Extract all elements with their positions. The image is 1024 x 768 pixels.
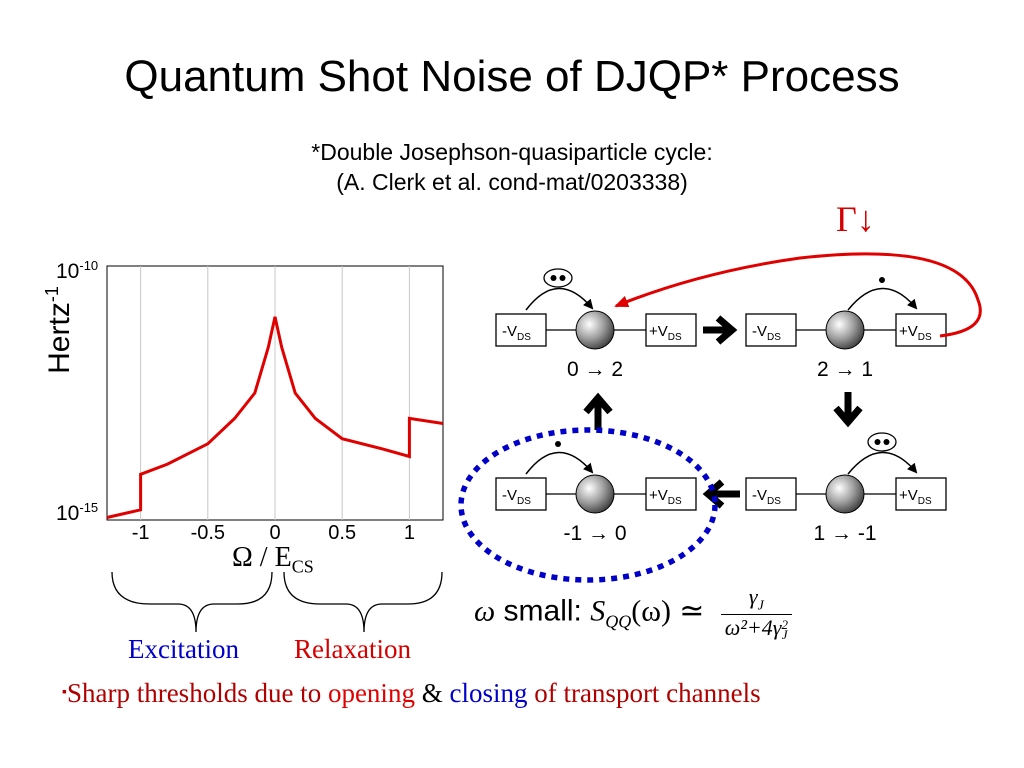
plus-vds-box — [645, 477, 697, 511]
series-line — [106, 316, 444, 519]
island-ball — [825, 474, 865, 514]
plus-vds-box — [895, 477, 947, 511]
bullet-mark: ▪ — [62, 685, 67, 700]
gamma-down-label: Γ↓ — [836, 199, 875, 239]
tunnel-arrow — [847, 287, 918, 311]
arrow-down — [833, 392, 863, 428]
xtick-label: 0 — [269, 522, 281, 544]
ytick-bottom: 10-15 — [56, 500, 99, 525]
highlight-ellipse — [458, 427, 718, 583]
quasiparticle-icon — [555, 441, 561, 447]
xtick-label: -1 — [131, 522, 150, 544]
subtitle-line-1: *Double Josephson-quasiparticle cycle: — [311, 139, 713, 165]
minus-vds-box — [745, 477, 797, 511]
gridlines — [140, 266, 410, 520]
quasiparticle-icon — [879, 277, 885, 283]
minus-vds-box — [495, 313, 547, 347]
subtitle: *Double Josephson-quasiparticle cycle: (… — [0, 137, 1024, 197]
state-transition-label: 2 → 1 — [817, 358, 873, 381]
relaxation-label: Relaxation — [294, 634, 411, 664]
arrow-right — [703, 315, 738, 345]
excitation-label: Excitation — [128, 634, 239, 664]
cooper-pair-icon — [867, 432, 897, 452]
state-transition-label: 0 → 2 — [567, 358, 623, 381]
gamma-arrow — [614, 252, 982, 338]
bullet-point: ▪Sharp thresholds due to opening & closi… — [62, 678, 761, 708]
page-title: Quantum Shot Noise of DJQP* Process — [124, 52, 900, 101]
arrow-up — [583, 392, 613, 430]
island-ball — [575, 474, 615, 514]
xtick-label: -0.5 — [190, 522, 226, 544]
subtitle-line-2: (A. Clerk et al. cond-mat/0203338) — [336, 169, 688, 195]
plus-vds-box — [895, 313, 947, 347]
xtick-label: 0.5 — [328, 522, 357, 544]
tunnel-arrow — [525, 451, 594, 475]
cooper-pair-icon — [543, 268, 573, 288]
chart-xlabel: Ω / ECS — [232, 542, 314, 577]
relaxation-brace — [283, 571, 443, 633]
state-transition-label: -1 → 0 — [563, 522, 626, 545]
state-cell: -VDS+VDS-1 → 0 — [495, 441, 697, 545]
tunnel-arrow — [847, 451, 918, 475]
excitation-brace — [111, 571, 273, 633]
island-ball — [575, 310, 615, 350]
plus-vds-box — [645, 313, 697, 347]
state-transition-label: 1 → -1 — [813, 522, 876, 545]
ytick-top: 10-10 — [56, 258, 99, 283]
xtick-label: 1 — [403, 522, 415, 544]
tunnel-arrow — [525, 287, 594, 311]
island-ball — [825, 310, 865, 350]
